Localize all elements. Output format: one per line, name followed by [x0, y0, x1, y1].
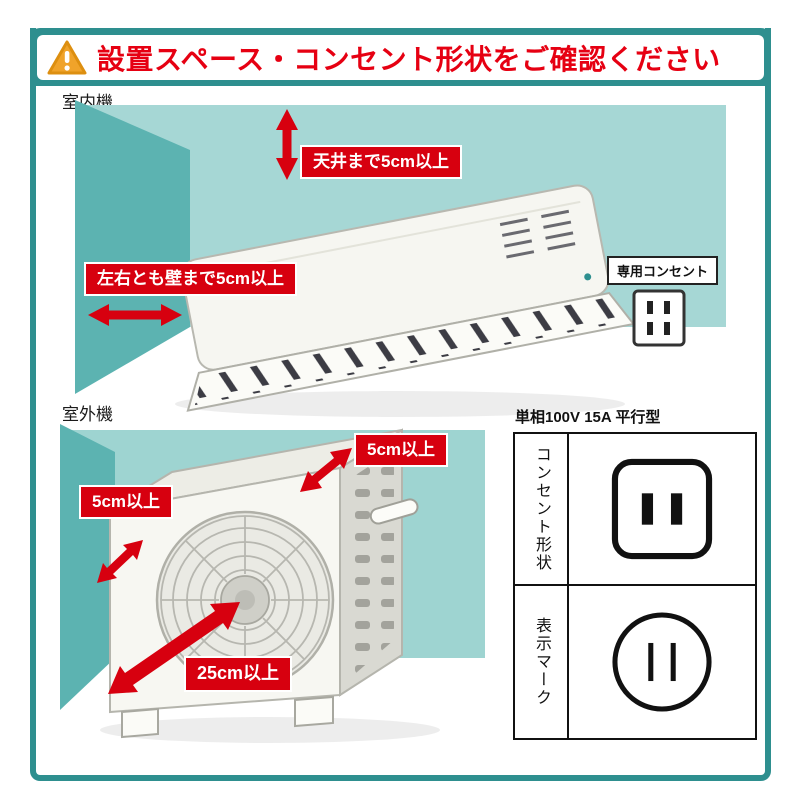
- outdoor-unit-side-slats: [348, 450, 394, 680]
- indoor-unit-louvers: [194, 297, 625, 406]
- outdoor-front-clearance-arrow: [108, 602, 240, 694]
- outlet-spec-grid: コンセント形状 表示マーク: [513, 432, 757, 740]
- outdoor-front-clearance-callout: 25cm以上: [184, 656, 293, 692]
- parallel-outlet-icon: [611, 458, 713, 560]
- side-clearance-arrow: [88, 304, 182, 326]
- dedicated-outlet-plate: [632, 289, 686, 347]
- warning-icon: [47, 40, 87, 74]
- indoor-unit-led: [584, 273, 592, 281]
- indoor-unit-grille: [499, 209, 576, 259]
- display-mark-label: 表示マーク: [533, 617, 550, 707]
- outdoor-unit-shadow: [100, 717, 440, 743]
- outdoor-unit-handle: [369, 498, 419, 525]
- ceiling-clearance-arrow: [276, 109, 298, 180]
- dedicated-outlet-note: 専用コンセント: [607, 256, 719, 285]
- ceiling-clearance-callout: 天井まで5cm以上: [300, 145, 463, 180]
- outlet-spec-header: 単相100V 15A 平行型: [515, 409, 661, 426]
- header-pill: 設置スペース・コンセント形状をご確認ください: [37, 35, 764, 80]
- outdoor-unit-foot-left: [121, 707, 159, 739]
- display-mark-icon-cell: [569, 586, 755, 738]
- indoor-left-wall: [75, 100, 190, 394]
- outlet-shape-label: コンセント形状: [533, 446, 550, 572]
- display-mark-label-cell: 表示マーク: [515, 586, 569, 738]
- outdoor-left-clearance-arrow: [97, 540, 143, 583]
- indoor-ac-unit: [181, 184, 636, 412]
- outdoor-top-clearance-arrow: [300, 448, 352, 492]
- outdoor-left-wall: [60, 424, 115, 710]
- outlet-shape-label-cell: コンセント形状: [515, 434, 569, 586]
- outdoor-top-clearance-callout: 5cm以上: [354, 433, 449, 468]
- page-title: 設置スペース・コンセント形状をご確認ください: [97, 43, 721, 75]
- side-clearance-callout: 左右とも壁まで5cm以上: [84, 262, 298, 297]
- outdoor-left-clearance-callout: 5cm以上: [79, 485, 174, 520]
- outdoor-scene-illustration: [60, 424, 485, 743]
- outlet-shape-icon-cell: [569, 434, 755, 586]
- outdoor-unit-label: 室外機: [62, 405, 113, 424]
- plug-mark-icon: [612, 612, 712, 712]
- header-banner: 設置スペース・コンセント形状をご確認ください: [30, 28, 771, 86]
- outlet-spec-table: 単相100V 15A 平行型 コンセント形状 表示マーク: [513, 404, 757, 740]
- indoor-unit-shadow: [175, 391, 625, 417]
- outdoor-unit-foot-right: [294, 695, 334, 728]
